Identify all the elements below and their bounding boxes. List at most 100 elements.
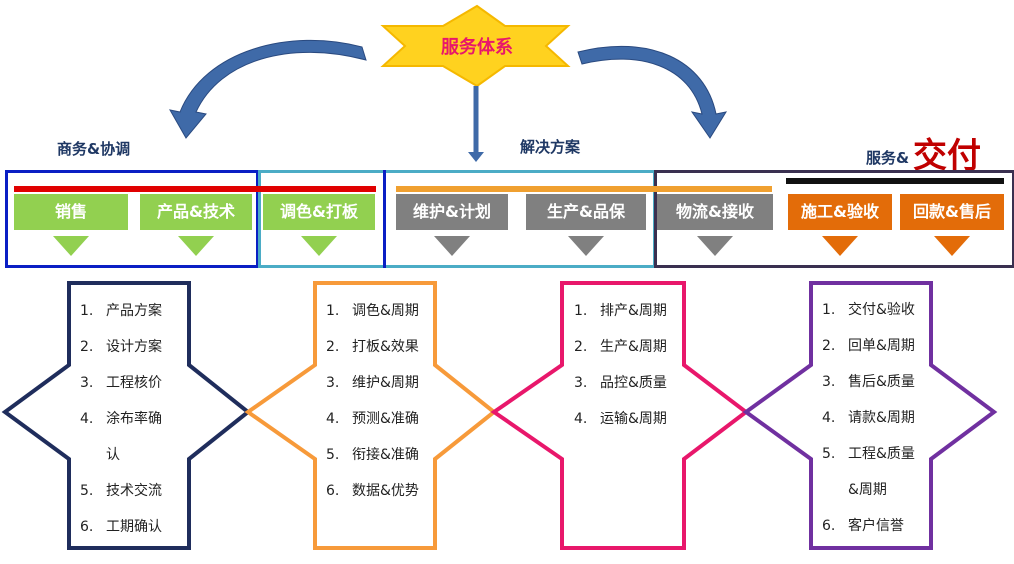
- list-item-text: 打板&效果: [352, 339, 419, 355]
- list-item-number: 3.: [326, 375, 340, 391]
- list-item-text: 回单&周期: [848, 338, 915, 354]
- down-arrow-icon: [822, 236, 858, 256]
- title-star-shape: [380, 4, 571, 88]
- list-item-number: 5.: [326, 447, 340, 463]
- list-item: 2. 打板&效果: [326, 329, 419, 365]
- phase-sales: 销售: [14, 194, 128, 230]
- frame-solution-divider: [383, 170, 386, 268]
- label-solution: 解决方案: [520, 138, 581, 156]
- panel-production-outline: [490, 281, 750, 550]
- list-item-text: 工期确认: [106, 519, 162, 535]
- list-item-number: 1.: [80, 303, 94, 319]
- panel-production-list: 1. 排产&周期 2. 生产&周期 3. 品控&质量 4. 运输&周期: [574, 293, 667, 437]
- list-item-text: 品控&质量: [600, 375, 667, 391]
- list-item: 1. 调色&周期: [326, 293, 419, 329]
- curved-arrow-right: [577, 45, 728, 139]
- phase-payment-aftersale: 回款&售后: [900, 194, 1004, 230]
- bar-red: [14, 186, 376, 192]
- list-item-number: 1.: [326, 303, 340, 319]
- frame-service: [654, 170, 1014, 268]
- list-item-text: 请款&周期: [848, 410, 915, 426]
- label-business: 商务&协调: [57, 140, 131, 158]
- list-item-text: 数据&优势: [352, 483, 419, 499]
- list-item-text: 售后&质量: [848, 374, 915, 390]
- bar-orange: [396, 186, 772, 192]
- list-item: 6. 数据&优势: [326, 473, 419, 509]
- list-item-number: 4.: [326, 411, 340, 427]
- list-item-number: 1.: [822, 302, 836, 318]
- panel-delivery-outline: [742, 281, 998, 550]
- list-item-number: 2.: [80, 339, 94, 355]
- list-item-continuation: &周期: [848, 482, 887, 498]
- list-item-text: 维护&周期: [352, 375, 419, 391]
- down-arrow-icon: [934, 236, 970, 256]
- list-item: 5. 技术交流: [80, 473, 162, 509]
- list-item: 1. 排产&周期: [574, 293, 667, 329]
- list-item-text: 涂布率确: [106, 411, 162, 427]
- list-item-number: 6.: [822, 518, 836, 534]
- list-item-number: 5.: [822, 446, 836, 462]
- list-item-text: 设计方案: [106, 339, 162, 355]
- phase-maintain-plan: 维护&计划: [396, 194, 508, 230]
- list-item: 4.请款&周期: [822, 400, 915, 436]
- frame-business: [5, 170, 259, 268]
- bar-black: [786, 178, 1004, 184]
- list-item: 3. 工程核价: [80, 365, 162, 401]
- list-item-text: 产品方案: [106, 303, 162, 319]
- down-arrow-icon: [301, 236, 337, 256]
- list-item-number: 2.: [822, 338, 836, 354]
- list-item-text: 技术交流: [106, 483, 162, 499]
- list-item-text: 衔接&准确: [352, 447, 419, 463]
- list-item: 2. 设计方案: [80, 329, 162, 365]
- list-item: 1. 交付&验收: [822, 292, 915, 328]
- list-item-number: 4.: [80, 411, 94, 427]
- list-item-text: 生产&周期: [600, 339, 667, 355]
- list-item-text: 工程&质量: [848, 446, 915, 462]
- list-item-number: 6.: [326, 483, 340, 499]
- list-item-text: 运输&周期: [600, 411, 667, 427]
- list-item: 1. 产品方案: [80, 293, 162, 329]
- label-service-delivery: 交付: [913, 136, 981, 176]
- diagram-title: 服务体系: [441, 37, 513, 58]
- down-arrow-icon: [178, 236, 214, 256]
- list-item-number: 5.: [80, 483, 94, 499]
- list-item-number: 2.: [326, 339, 340, 355]
- list-item-text: 调色&周期: [352, 303, 419, 319]
- phase-production-qa: 生产&品保: [526, 194, 646, 230]
- down-arrow-icon: [697, 236, 733, 256]
- list-item: 5. 工程&质量: [822, 436, 915, 472]
- list-item-text: 客户信誉: [848, 518, 904, 534]
- list-item-text: 排产&周期: [600, 303, 667, 319]
- list-item-number: 4.: [574, 411, 588, 427]
- down-arrow-icon: [53, 236, 89, 256]
- list-item-text: 预测&准确: [352, 411, 419, 427]
- panel-color-outline: [244, 281, 498, 550]
- list-item: 3.售后&质量: [822, 364, 915, 400]
- phase-product-tech: 产品&技术: [140, 194, 252, 230]
- list-item-number: 3.: [574, 375, 588, 391]
- list-item: 2. 生产&周期: [574, 329, 667, 365]
- list-item: 6. 工期确认: [80, 509, 162, 545]
- curved-arrow-left: [169, 39, 367, 139]
- list-item: 4. 预测&准确: [326, 401, 419, 437]
- list-item: 4. 运输&周期: [574, 401, 667, 437]
- phase-logistics: 物流&接收: [657, 194, 773, 230]
- down-arrow-icon: [434, 236, 470, 256]
- list-item-number: 2.: [574, 339, 588, 355]
- phase-construction: 施工&验收: [788, 194, 892, 230]
- down-arrow-icon: [568, 236, 604, 256]
- list-item: 3. 维护&周期: [326, 365, 419, 401]
- list-item: 6. 客户信誉: [822, 508, 915, 544]
- panel-business-outline: [1, 281, 252, 550]
- list-item-number: 1.: [574, 303, 588, 319]
- list-item-continuation: 认: [106, 447, 120, 463]
- label-service-prefix: 服务&: [866, 149, 910, 167]
- list-item: 5. 衔接&准确: [326, 437, 419, 473]
- list-item-number: 3.: [80, 375, 94, 391]
- list-item-text: 交付&验收: [848, 302, 915, 318]
- list-item-number: 6.: [80, 519, 94, 535]
- list-item-text: 工程核价: [106, 375, 162, 391]
